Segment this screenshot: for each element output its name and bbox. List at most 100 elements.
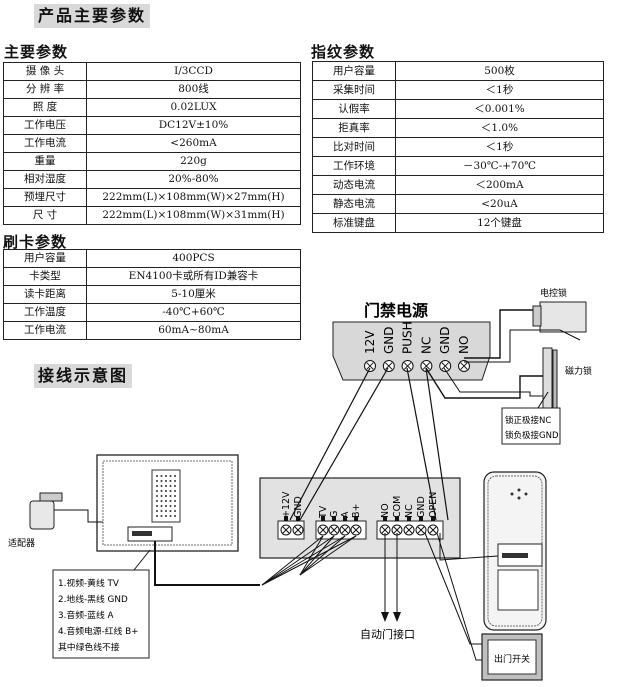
param-name: 比对时间 (312, 137, 396, 157)
power-terminal-label: NC (419, 337, 433, 354)
param-value: ＜1.0% (395, 118, 604, 138)
param-value: ＜200mA (395, 175, 604, 195)
param-value: ＜1秒 (395, 137, 604, 157)
param-name: 工作电流 (3, 321, 87, 340)
param-name: 工作环境 (312, 156, 396, 176)
wire-note-line: 2.地线-黑线 GND (58, 593, 128, 605)
param-name: 重量 (3, 152, 87, 171)
junction-terminal-label: B+ (351, 504, 362, 518)
access-power-title: 门禁电源 (364, 301, 428, 320)
wire-note-line: 1.视频-黄线 TV (58, 577, 119, 589)
power-terminal-label: 12V (363, 330, 377, 354)
wiring-title: 接线示意图 (34, 364, 133, 388)
param-name: 标准键盘 (312, 213, 396, 233)
indoor-monitor (96, 454, 239, 552)
adapter: 适配器 (8, 492, 63, 549)
power-terminal-label: GND (382, 326, 396, 354)
magnetic-lock: 磁力锁 (542, 347, 592, 415)
param-name: 工作电流 (3, 134, 87, 153)
adapter-label: 适配器 (8, 538, 35, 549)
param-value: <260mA (86, 134, 301, 153)
param-name: 相对湿度 (3, 170, 87, 189)
param-value: ＜1秒 (395, 80, 604, 100)
param-value: <20uA (395, 194, 604, 214)
param-name: 动态电流 (312, 175, 396, 195)
wire-notes: 1.视频-黄线 TV 2.地线-黑线 GND 3.音频-蓝线 A 4.音频电源-红线 … (52, 569, 150, 659)
wire-note-line: 其中绿色线不接 (58, 641, 120, 653)
auto-door-interface: 自动门接口 (360, 533, 415, 641)
junction-terminal-label: +12V (281, 491, 292, 518)
table-row: 动态电流＜200mA (312, 175, 604, 195)
lock-note-line-1: 锁正极接NC (505, 415, 551, 426)
power-terminal-label: PUSH (401, 321, 415, 354)
exit-switch: 出门开关 (481, 633, 543, 681)
junction-terminal-label: COM (392, 496, 403, 518)
param-name: 尺 寸 (3, 206, 87, 225)
table-row: 采集时间＜1秒 (312, 80, 604, 100)
card-params-title: 刷卡参数 (3, 233, 68, 251)
table-row: 拒真率＜1.0% (312, 118, 604, 138)
param-value: 0.02LUX (86, 98, 301, 117)
param-value: 220g (86, 152, 301, 171)
param-value: ＜0.001% (395, 99, 604, 119)
lock-note: 锁正极接NC 锁负极接GND (501, 407, 561, 445)
wire-note-line: 4.音频电源-红线 B+ (58, 625, 139, 637)
table-row: 比对时间＜1秒 (312, 137, 604, 157)
param-name: 摄 像 头 (3, 62, 87, 81)
wire-note-line: 3.音频-蓝线 A (58, 609, 114, 621)
param-name: 认假率 (312, 99, 396, 119)
electric-lock-label: 电控锁 (540, 287, 567, 299)
table-row: 认假率＜0.001% (312, 99, 604, 119)
param-value: 5-10厘米 (86, 285, 301, 304)
table-row: 工作环境－30℃-+70℃ (312, 156, 604, 176)
junction-terminal-label: GND (293, 496, 304, 518)
auto-door-label: 自动门接口 (360, 627, 415, 641)
electric-lock: 电控锁 (532, 287, 587, 333)
junction-terminal-label: G (329, 511, 340, 518)
table-row: 静态电流<20uA (312, 194, 604, 214)
outdoor-unit (483, 471, 547, 631)
junction-terminal-label: NC (404, 504, 415, 518)
param-name: 工作电压 (3, 116, 87, 135)
page-title: 产品主要参数 (34, 4, 151, 28)
exit-switch-label: 出门开关 (494, 653, 530, 665)
param-value: -40℃+60℃ (86, 303, 301, 322)
param-name: 静态电流 (312, 194, 396, 214)
fingerprint-params-title: 指纹参数 (311, 43, 376, 61)
param-value: －30℃-+70℃ (395, 156, 604, 176)
main-params-title: 主要参数 (4, 43, 69, 61)
table-row: 工作电流<260mA (3, 134, 301, 153)
junction-terminal-label: GND (416, 496, 427, 518)
power-terminal-label: NO (457, 336, 471, 354)
param-name: 预埋尺寸 (3, 188, 87, 207)
param-name: 拒真率 (312, 118, 396, 138)
param-value: 400PCS (86, 249, 301, 268)
lock-note-line-2: 锁负极接GND (505, 430, 559, 441)
param-value: 222mm(L)×108mm(W)×31mm(H) (86, 206, 301, 225)
junction-terminal-label: NO (380, 503, 391, 518)
param-value: 222mm(L)×108mm(W)×27mm(H) (86, 188, 301, 207)
param-value: 500枚 (395, 61, 604, 81)
param-name: 照 度 (3, 98, 87, 117)
param-value: DC12V±10% (86, 116, 301, 135)
param-value: 12个键盘 (395, 213, 604, 233)
junction-terminal-label: A (340, 511, 351, 518)
junction-terminal-label: TV (318, 505, 329, 519)
magnetic-lock-label: 磁力锁 (565, 365, 592, 377)
